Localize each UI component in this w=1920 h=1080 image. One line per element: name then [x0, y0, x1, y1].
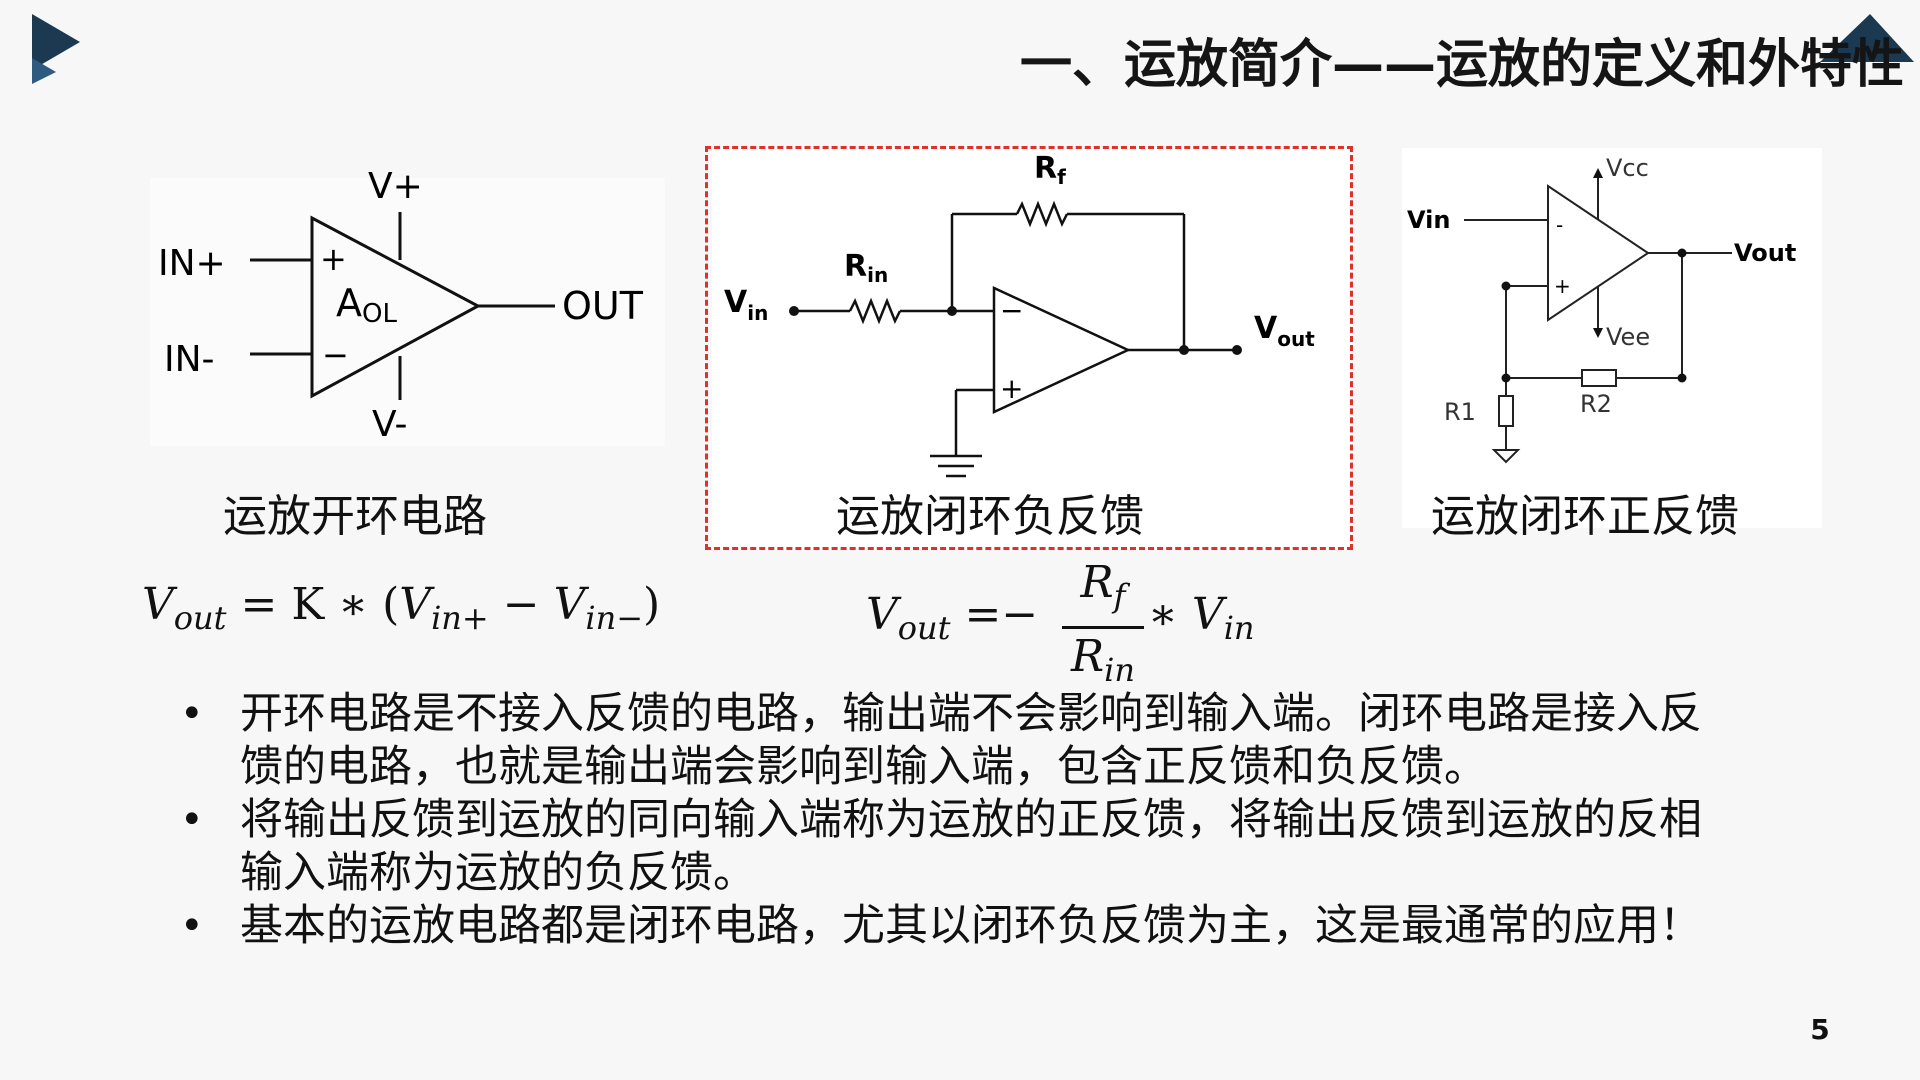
denominator: Rin	[1062, 625, 1144, 698]
open-loop-formula: Vout = K ∗ (Vin+ − Vin−)	[142, 579, 661, 637]
minus-sign: −	[322, 336, 349, 374]
bullet-item: • 基本的运放电路都是闭环电路，尤其以闭环负反馈为主，这是最通常的应用！	[180, 901, 1702, 951]
v-minus-label: V-	[372, 404, 408, 445]
closed-negative-caption: 运放闭环负反馈	[836, 491, 1144, 542]
vout-label: Vout	[1254, 311, 1315, 351]
out-label: OUT	[562, 284, 644, 328]
closed-positive-caption: 运放闭环正反馈	[1431, 491, 1739, 542]
vin-label: Vin	[1407, 206, 1450, 234]
rf-label: Rf	[1034, 151, 1066, 189]
plus-sign: +	[1554, 274, 1571, 298]
plus-sign: +	[320, 240, 347, 278]
bullet-list: • 开环电路是不接入反馈的电路，输出端不会影响到输入端。闭环电路是接入反馈的电路…	[170, 688, 1730, 953]
play-triangle-icon	[32, 14, 80, 84]
r2-label: R2	[1580, 390, 1612, 418]
v-plus-label: V+	[368, 166, 423, 207]
vee-label: Vee	[1606, 323, 1650, 351]
closed-loop-formula: Vout =− Rf Rin ∗ Vin	[866, 555, 1286, 689]
highlight-dashed-box	[705, 146, 1353, 550]
open-loop-caption: 运放开环电路	[223, 491, 487, 542]
bullet-item: • 将输出反馈到运放的同向输入端称为运放的正反馈，将输出反馈到运放的反相输入端称…	[180, 795, 1702, 898]
plus-sign: +	[1000, 372, 1023, 405]
closed-positive-circuit: - + Vcc Vee Vin Vout R1 R2	[1407, 154, 1796, 464]
bullet-item: • 开环电路是不接入反馈的电路，输出端不会影响到输入端。闭环电路是接入反馈的电路…	[180, 689, 1702, 792]
vout-label: Vout	[1734, 239, 1796, 267]
r1-label: R1	[1444, 398, 1476, 426]
in-plus-label: IN+	[158, 243, 226, 284]
rin-label: Rin	[844, 249, 888, 287]
closed-negative-figure: − + Rf Rin Vin Vout	[712, 148, 1354, 550]
closed-negative-circuit: − + Rf Rin Vin Vout	[724, 151, 1315, 478]
minus-sign: −	[1000, 294, 1023, 327]
page-number: 5	[1810, 1013, 1830, 1046]
in-minus-label: IN-	[164, 339, 215, 380]
slide-title: 一、运放简介——运放的定义和外特性	[1020, 35, 1905, 95]
open-loop-figure: V+ V- IN+ IN- + − AOL OUT	[150, 166, 665, 446]
minus-sign: -	[1556, 213, 1563, 237]
mountain-triangle-icon	[1820, 14, 1914, 62]
bullet-marker: •	[180, 797, 204, 843]
open-loop-circuit: V+ V- IN+ IN- + − AOL OUT	[158, 166, 644, 445]
gain-label: AOL	[336, 281, 397, 329]
fraction: Rf Rin	[1062, 555, 1144, 698]
vin-label: Vin	[724, 285, 768, 325]
closed-positive-figure: - + Vcc Vee Vin Vout R1 R2	[1402, 148, 1822, 528]
vcc-label: Vcc	[1606, 154, 1649, 182]
bullet-marker: •	[180, 903, 204, 949]
bullet-marker: •	[180, 691, 204, 737]
numerator: Rf	[1080, 557, 1126, 615]
